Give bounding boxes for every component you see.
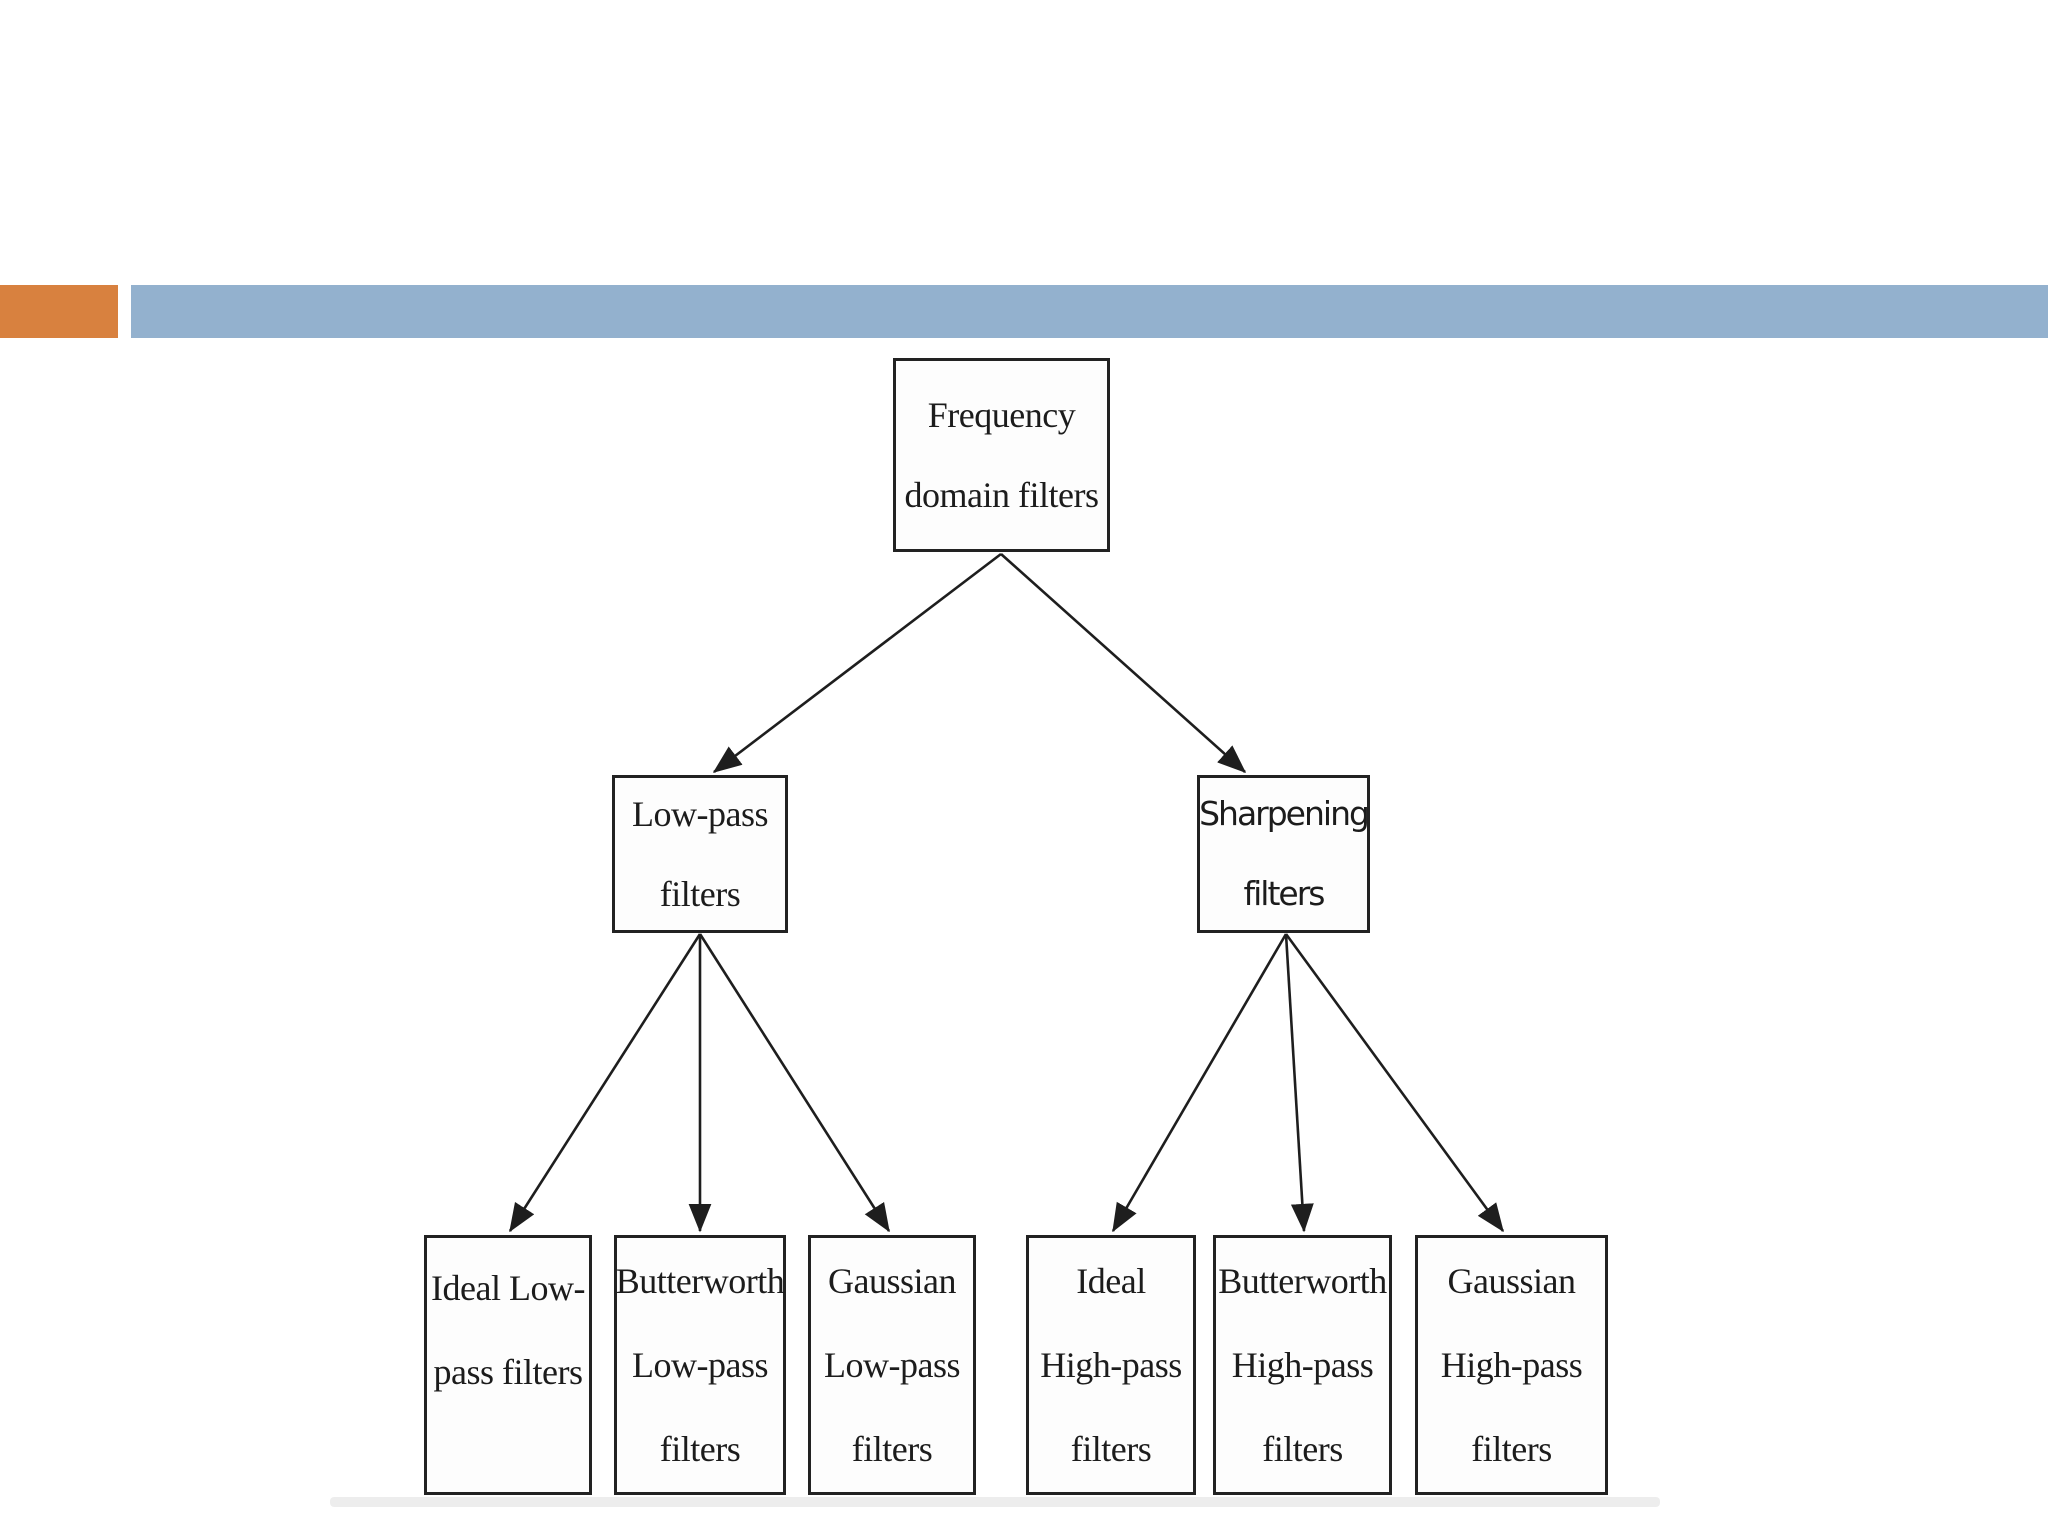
- node-label-line: Gaussian: [1447, 1261, 1576, 1301]
- node-label-line: Gaussian: [828, 1261, 956, 1301]
- node-ideal-high-pass-filters: Ideal High-pass filters: [1026, 1235, 1196, 1495]
- connector-sharpening-to-butterworth: [1284, 933, 1314, 1233]
- node-label-line: High-pass: [1040, 1345, 1182, 1385]
- node-label-line: Low-pass: [632, 794, 768, 834]
- bottom-shadow-line: [330, 1497, 1660, 1507]
- connector-sharpening-to-gaussian: [1284, 933, 1505, 1233]
- node-label-line: Ideal Low-: [431, 1268, 585, 1308]
- node-label-line: filters: [1243, 874, 1326, 913]
- blue-accent-bar: [131, 285, 2048, 338]
- node-label-line: Low-pass: [632, 1345, 768, 1385]
- connector-lowpass-to-ideal: [508, 933, 702, 1233]
- node-label-line: Butterworth: [615, 1261, 785, 1301]
- node-label-line: filters: [1262, 1429, 1343, 1469]
- node-sharpening-filters: Sharpening filters: [1197, 775, 1370, 933]
- node-label-line: pass filters: [433, 1352, 583, 1392]
- node-label-line: domain filters: [904, 475, 1099, 515]
- connector-root-to-lowpass: [712, 552, 1002, 774]
- connector-lowpass-to-gaussian: [698, 933, 891, 1233]
- node-label-line: Butterworth: [1218, 1261, 1387, 1301]
- node-butterworth-low-pass-filters: Butterworth Low-pass filters: [614, 1235, 786, 1495]
- node-butterworth-high-pass-filters: Butterworth High-pass filters: [1213, 1235, 1392, 1495]
- node-frequency-domain-filters: Frequency domain filters: [893, 358, 1110, 552]
- node-gaussian-low-pass-filters: Gaussian Low-pass filters: [808, 1235, 976, 1495]
- node-label-line: High-pass: [1231, 1345, 1374, 1385]
- orange-accent-bar: [0, 285, 118, 338]
- node-ideal-low-pass-filters: Ideal Low- pass filters: [424, 1235, 592, 1495]
- node-label-line: filters: [851, 1429, 933, 1469]
- connector-root-to-sharpening: [1000, 553, 1247, 773]
- node-label-line: filters: [659, 874, 741, 914]
- node-gaussian-high-pass-filters: Gaussian High-pass filters: [1415, 1235, 1608, 1495]
- node-label-line: filters: [1471, 1429, 1552, 1469]
- node-label-line: Low-pass: [824, 1345, 960, 1385]
- node-label-line: Frequency: [927, 395, 1076, 435]
- node-label-line: filters: [659, 1429, 741, 1469]
- node-label-line: Ideal: [1076, 1261, 1146, 1301]
- node-low-pass-filters: Low-pass filters: [612, 775, 788, 933]
- node-label-line: Sharpening: [1199, 794, 1370, 833]
- connector-sharpening-to-ideal: [1111, 933, 1288, 1233]
- node-label-line: High-pass: [1440, 1345, 1583, 1385]
- node-label-line: filters: [1070, 1429, 1152, 1469]
